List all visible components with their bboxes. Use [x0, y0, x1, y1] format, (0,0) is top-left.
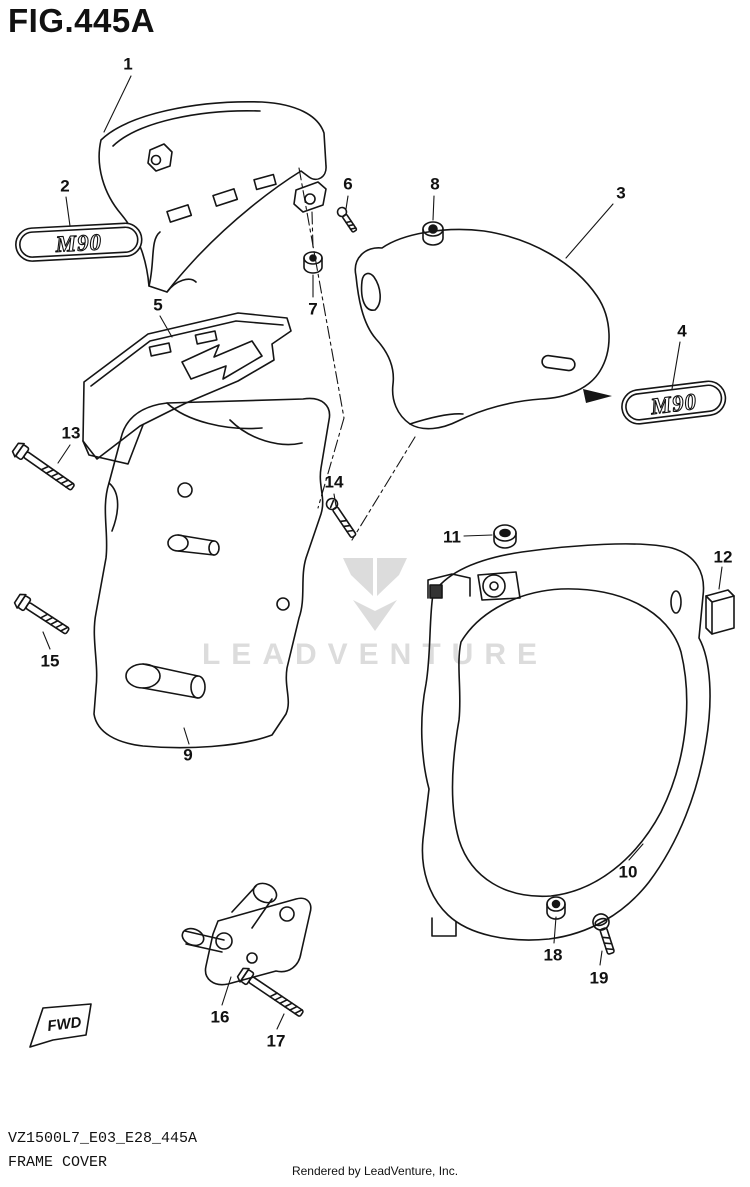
- rendered-by: Rendered by LeadVenture, Inc.: [291, 1164, 459, 1178]
- screw-6: [336, 206, 358, 233]
- fwd-arrow: FWD: [29, 1003, 92, 1048]
- part-left-frame-cover: [98, 101, 327, 293]
- grommet-18: [546, 896, 566, 920]
- leader-lines: [42, 75, 723, 1030]
- part-code: VZ1500L7_E03_E28_445A: [8, 1130, 198, 1147]
- part-bracket: [181, 882, 312, 986]
- watermark-logo: [343, 558, 407, 631]
- callout-13: 13: [61, 423, 81, 443]
- callout-7: 7: [308, 299, 318, 319]
- emblem-m90-left: M90: [15, 222, 143, 262]
- callout-1: 1: [123, 54, 133, 74]
- bolt-13: [11, 442, 75, 491]
- part-inner-cover: [93, 397, 331, 749]
- callout-15: 15: [40, 651, 60, 671]
- grommet-11: [493, 524, 517, 549]
- bolt-19: [592, 913, 615, 955]
- figure-title: FIG.445A: [8, 2, 156, 39]
- bolt-15: [13, 593, 70, 635]
- part-name: FRAME COVER: [8, 1154, 108, 1171]
- callout-6: 6: [343, 174, 353, 194]
- emblem-text-left: M90: [54, 229, 103, 256]
- construction-lines: [298, 167, 416, 541]
- callout-4: 4: [677, 321, 687, 341]
- callout-18: 18: [543, 945, 563, 965]
- callout-19: 19: [589, 968, 609, 988]
- callout-8: 8: [430, 174, 440, 194]
- callout-9: 9: [183, 745, 193, 765]
- callout-5: 5: [153, 295, 163, 315]
- callout-10: 10: [618, 862, 638, 882]
- part-cover-tray: [82, 312, 292, 465]
- emblem-pointer: [583, 389, 612, 403]
- callout-17: 17: [266, 1031, 286, 1051]
- part-engine-cover: [420, 543, 711, 941]
- callout-2: 2: [60, 176, 70, 196]
- part-cushion-block: [705, 589, 735, 635]
- fwd-label: FWD: [46, 1014, 82, 1035]
- grommet-8: [422, 221, 444, 246]
- emblem-m90-right: M90: [621, 380, 727, 425]
- emblem-text-right: M90: [648, 389, 698, 420]
- watermark-text: LEADVENTURE: [202, 638, 548, 671]
- callout-11: 11: [443, 527, 461, 547]
- callout-3: 3: [616, 183, 626, 203]
- callout-12: 12: [713, 547, 733, 567]
- part-right-frame-cover: [354, 228, 610, 430]
- grommet-7: [303, 251, 323, 274]
- bolt-17: [236, 967, 304, 1017]
- callout-16: 16: [210, 1007, 230, 1027]
- callout-14: 14: [324, 472, 344, 492]
- screw-14: [325, 497, 357, 539]
